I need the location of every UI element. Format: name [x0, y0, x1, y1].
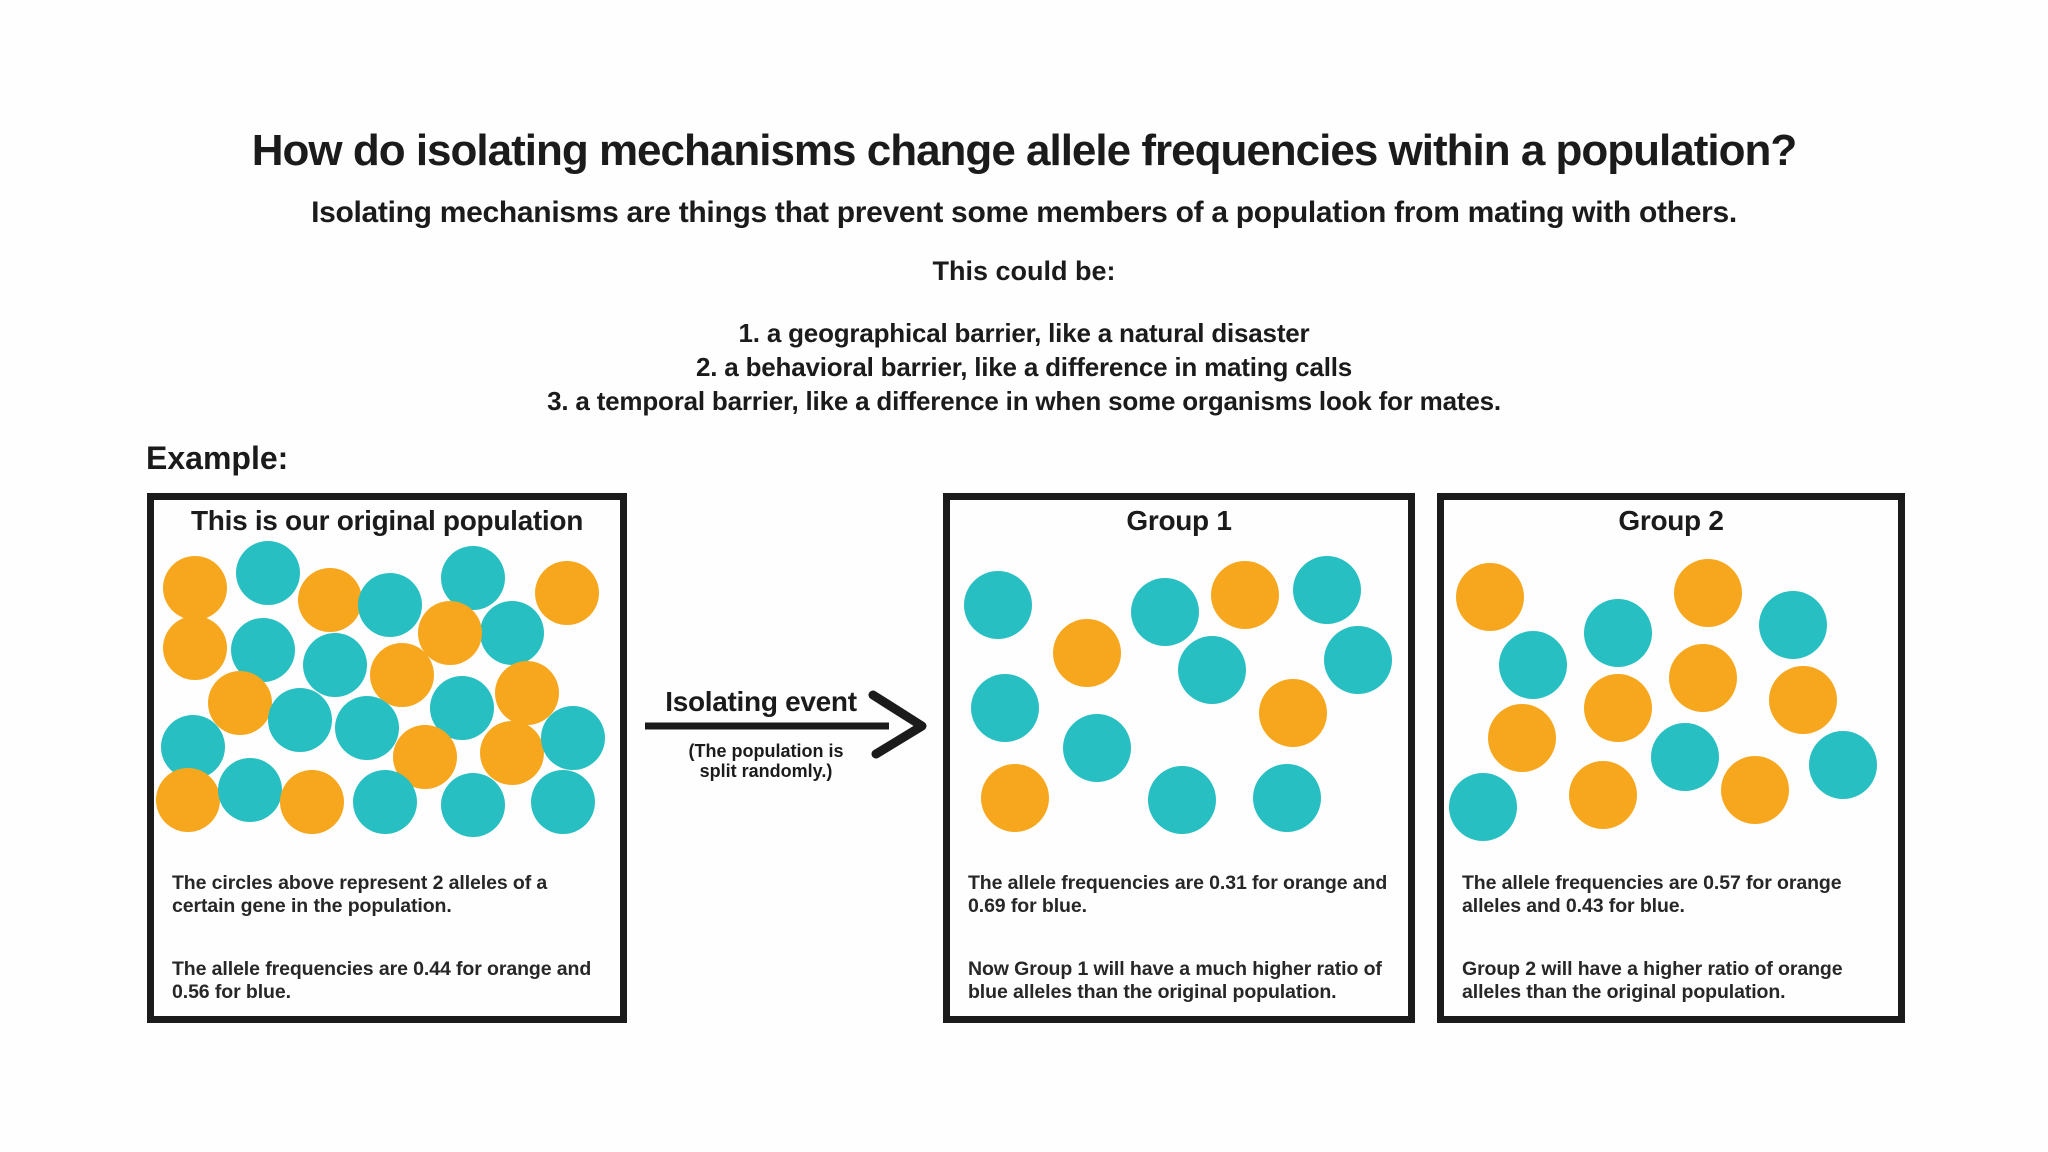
group-2-title: Group 2 [1618, 505, 1724, 536]
allele-dot-blue [1324, 626, 1392, 694]
allele-dot-orange [1488, 704, 1556, 772]
allele-dot-blue [1449, 773, 1517, 841]
isolating-event-label: Isolating event [665, 686, 857, 717]
allele-dot-blue [1253, 764, 1321, 832]
allele-dot-orange [298, 568, 362, 632]
allele-dot-orange [1769, 666, 1837, 734]
allele-dot-orange [981, 764, 1049, 832]
barrier-item-behavioral: 2. a behavioral barrier, like a differen… [695, 352, 1353, 382]
barrier-item-temporal: 3. a temporal barrier, like a difference… [547, 386, 1501, 416]
allele-dot-blue [971, 674, 1039, 742]
lead-in-text: This could be: [932, 256, 1116, 286]
caption-line-1: (The population is [688, 741, 844, 761]
allele-dot-orange [1674, 559, 1742, 627]
group-2-text: The allele frequencies are 0.57 for oran… [1462, 872, 1890, 1044]
allele-dot-blue [964, 571, 1032, 639]
original-population-title: This is our original population [190, 505, 584, 536]
allele-dot-orange [156, 768, 220, 832]
allele-dot-orange [163, 556, 227, 620]
group-1-box: Group 1 The allele frequencies are 0.31 … [943, 493, 1415, 1023]
original-population-paragraph: The circles above represent 2 alleles of… [172, 872, 548, 917]
group-1-text: The allele frequencies are 0.31 for oran… [968, 872, 1400, 1044]
allele-dot-blue [1759, 591, 1827, 659]
allele-dot-orange [208, 671, 272, 735]
allele-dot-blue [268, 688, 332, 752]
allele-dot-orange [163, 616, 227, 680]
allele-dot-blue [1809, 731, 1877, 799]
allele-dot-blue [441, 546, 505, 610]
barrier-item-geographical: 1. a geographical barrier, like a natura… [738, 318, 1310, 348]
group-2-box: Group 2 The allele frequencies are 0.57 … [1437, 493, 1905, 1023]
allele-dots-layer [154, 500, 620, 1016]
allele-dot-orange [280, 770, 344, 834]
group-2-conclusion: Group 2 will have a higher ratio of oran… [1462, 958, 1843, 1003]
allele-dot-blue [1584, 599, 1652, 667]
group-2-frequencies: The allele frequencies are 0.57 for oran… [1462, 872, 1842, 917]
allele-dot-orange [1669, 644, 1737, 712]
group-1-frequencies: The allele frequencies are 0.31 for oran… [968, 872, 1388, 917]
allele-dot-blue [353, 770, 417, 834]
group-1-title: Group 1 [1126, 505, 1232, 536]
allele-dot-blue [531, 770, 595, 834]
allele-dot-blue [1148, 766, 1216, 834]
allele-dot-orange [370, 643, 434, 707]
allele-dot-orange [1584, 674, 1652, 742]
example-label: Example: [146, 440, 289, 476]
allele-dot-blue [1178, 636, 1246, 704]
allele-dot-orange [418, 601, 482, 665]
allele-dot-blue [236, 541, 300, 605]
right-arrow-icon [645, 690, 927, 759]
allele-dot-blue [1063, 714, 1131, 782]
original-population-text: The circles above represent 2 alleles of… [172, 872, 612, 1044]
allele-dot-blue [1499, 631, 1567, 699]
isolating-event-caption: (The population is split randomly.) [635, 741, 897, 781]
barrier-list: 1. a geographical barrier, like a natura… [0, 316, 2048, 418]
allele-dot-blue [541, 706, 605, 770]
page-subtitle: Isolating mechanisms are things that pre… [311, 196, 1737, 229]
allele-dot-orange [480, 721, 544, 785]
allele-dot-orange [1053, 619, 1121, 687]
allele-dots-layer [950, 500, 1408, 1016]
allele-dot-blue [1131, 578, 1199, 646]
caption-line-2: split randomly.) [699, 761, 833, 781]
allele-dot-blue [1293, 556, 1361, 624]
allele-dot-blue [480, 601, 544, 665]
allele-dots-layer [1444, 500, 1898, 1016]
allele-dot-orange [1259, 679, 1327, 747]
allele-dot-blue [358, 573, 422, 637]
allele-dot-orange [1569, 761, 1637, 829]
allele-dot-orange [1721, 756, 1789, 824]
allele-dot-blue [303, 633, 367, 697]
allele-dot-orange [1456, 563, 1524, 631]
original-population-box: This is our original population The circ… [147, 493, 627, 1023]
allele-dot-blue [218, 758, 282, 822]
page-title: How do isolating mechanisms change allel… [251, 126, 1798, 175]
allele-dot-blue [335, 696, 399, 760]
allele-dot-orange [1211, 561, 1279, 629]
original-population-frequencies: The allele frequencies are 0.44 for oran… [172, 958, 592, 1003]
group-1-conclusion: Now Group 1 will have a much higher rati… [968, 958, 1382, 1003]
allele-dot-blue [1651, 723, 1719, 791]
allele-dot-orange [495, 661, 559, 725]
allele-dot-blue [441, 773, 505, 837]
allele-dot-orange [535, 561, 599, 625]
